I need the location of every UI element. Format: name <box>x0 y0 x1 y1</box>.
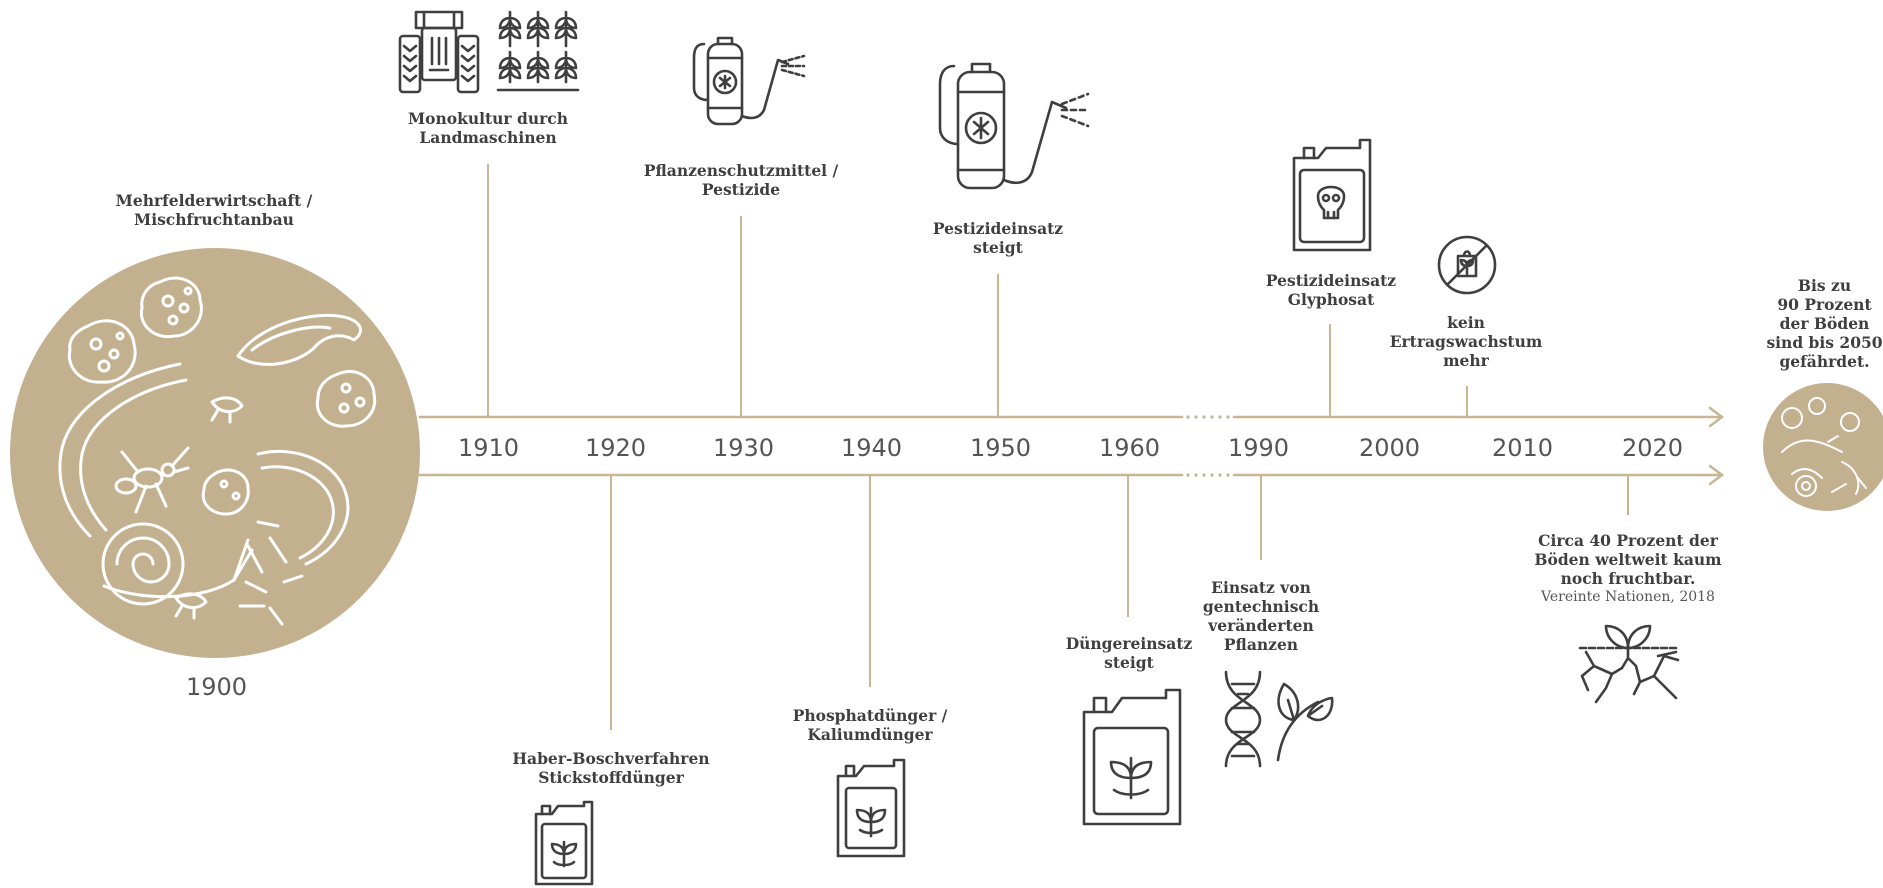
label-line: Phosphatdünger / <box>792 706 948 725</box>
label-line: Böden weltweit kaum <box>1534 550 1722 569</box>
label-line: 90 Prozent <box>1777 295 1872 314</box>
label-line: Bis zu <box>1797 276 1852 295</box>
label-line: gefährdet. <box>1779 352 1870 371</box>
label-line: Pestizideinsatz <box>932 219 1064 238</box>
year-label: 1910 <box>458 434 520 462</box>
stem-1910 <box>487 164 489 417</box>
label-line: der Böden <box>1779 314 1870 333</box>
label-line: Stickstoffdünger <box>538 768 684 787</box>
label-line: mehr <box>1443 351 1489 370</box>
soil-organisms-icon <box>10 248 420 658</box>
label-prognose-2050: Bis zu 90 Prozent der Böden sind bis 205… <box>1766 276 1883 371</box>
stem-2020 <box>1627 475 1629 515</box>
pesticide-sprayer-large-icon <box>938 62 1090 190</box>
stem-1930 <box>740 216 742 417</box>
label-glyphosat: Pestizideinsatz Glyphosat <box>1251 271 1411 309</box>
label-line: Pestizideinsatz <box>1265 271 1397 290</box>
year-label: 1950 <box>970 434 1032 462</box>
wheat-field-icon <box>496 10 580 92</box>
year-label: 1960 <box>1099 434 1161 462</box>
stem-1950 <box>997 274 999 417</box>
label-line: Circa 40 Prozent der <box>1538 531 1718 550</box>
stem-gentechnik <box>1260 475 1262 560</box>
label-line: Düngereinsatz <box>1065 634 1193 653</box>
label-line: Ertragswachstum <box>1389 332 1543 351</box>
label-line: gentechnisch <box>1202 597 1320 616</box>
stem-glyphosat <box>1329 324 1331 417</box>
label-kein-ertragswachstum: kein Ertragswachstum mehr <box>1386 313 1546 370</box>
stem-1940 <box>869 475 871 687</box>
label-line: steigt <box>973 238 1023 257</box>
label-line: Landmaschinen <box>419 128 557 147</box>
label-line: Einsatz von <box>1211 578 1311 597</box>
year-label: 1990 <box>1228 434 1290 462</box>
label-line: Pflanzen <box>1223 635 1299 654</box>
label-phosphatduenger: Phosphatdünger / Kaliumdünger <box>775 706 965 744</box>
year-label: 2000 <box>1359 434 1421 462</box>
label-haber-bosch: Haber-Boschverfahren Stickstoffdünger <box>500 749 722 787</box>
leaf-icon <box>1276 682 1334 762</box>
stem-1960 <box>1127 475 1129 617</box>
label-line: noch fruchtbar. <box>1560 569 1696 588</box>
label-line: Kaliumdünger <box>807 725 933 744</box>
label-monokultur: Monokultur durch Landmaschinen <box>398 109 578 147</box>
poison-canister-icon <box>1292 138 1372 252</box>
label-line: Haber-Boschverfahren <box>512 749 710 768</box>
label-mehrfelderwirtschaft: Mehrfelderwirtschaft / Mischfruchtanbau <box>104 191 324 229</box>
year-label: 1900 <box>186 673 248 701</box>
label-line: veränderten <box>1208 616 1314 635</box>
year-label: 1920 <box>585 434 647 462</box>
label-pestizideinsatz-steigt: Pestizideinsatz steigt <box>918 219 1078 257</box>
label-duengereinsatz: Düngereinsatz steigt <box>1049 634 1209 672</box>
label-pflanzenschutzmittel: Pflanzenschutzmittel / Pestizide <box>636 161 846 199</box>
year-label: 2010 <box>1492 434 1554 462</box>
label-line: Pestizide <box>701 180 781 199</box>
label-line: Mehrfelderwirtschaft / <box>115 191 313 210</box>
tractor-icon <box>398 10 480 94</box>
label-line: Glyphosat <box>1287 290 1375 309</box>
year-label: 2020 <box>1622 434 1684 462</box>
label-line: Pflanzenschutzmittel / <box>643 161 839 180</box>
dna-icon <box>1224 670 1262 768</box>
label-line: kein <box>1447 313 1485 332</box>
year-label: 1940 <box>841 434 903 462</box>
label-gentechnik: Einsatz von gentechnisch veränderten Pfl… <box>1191 578 1331 654</box>
stem-1920 <box>610 475 612 730</box>
fertilizer-canister-large-icon <box>1082 688 1182 826</box>
label-fruchtbarkeit: Circa 40 Prozent der Böden weltweit kaum… <box>1528 531 1728 607</box>
source-label: Vereinte Nationen, 2018 <box>1541 589 1715 605</box>
fertilizer-canister-icon <box>534 800 594 886</box>
soil-organisms-small-icon <box>1763 383 1883 511</box>
label-line: steigt <box>1104 653 1154 672</box>
year-label: 1930 <box>713 434 775 462</box>
dry-soil-sprout-icon <box>1578 624 1680 704</box>
pesticide-sprayer-icon <box>692 36 806 126</box>
fertilizer-canister-icon <box>836 758 906 858</box>
stem-ertrag <box>1466 386 1468 417</box>
label-line: Monokultur durch <box>408 109 568 128</box>
no-growth-icon <box>1437 235 1497 295</box>
label-line: Mischfruchtanbau <box>134 210 294 229</box>
label-line: sind bis 2050 <box>1766 333 1883 352</box>
